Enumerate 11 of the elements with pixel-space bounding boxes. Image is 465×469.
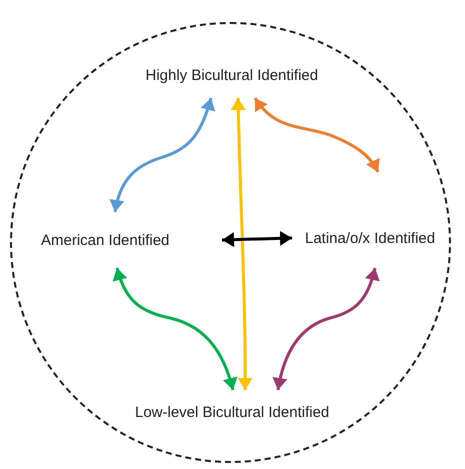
double-arrow bbox=[254, 97, 380, 173]
double-arrow bbox=[110, 98, 215, 212]
double-arrow bbox=[272, 268, 380, 390]
category-label: Latina/o/x Identified bbox=[305, 230, 436, 246]
category-label: Low-level Bicultural Identified bbox=[135, 404, 330, 420]
double-arrow bbox=[113, 268, 238, 390]
category-label: American Identified bbox=[41, 232, 170, 248]
dashed-circle bbox=[10, 22, 451, 463]
category-label: Highly Bicultural Identified bbox=[146, 66, 318, 84]
double-arrow bbox=[230, 98, 253, 390]
double-arrow bbox=[222, 230, 292, 248]
